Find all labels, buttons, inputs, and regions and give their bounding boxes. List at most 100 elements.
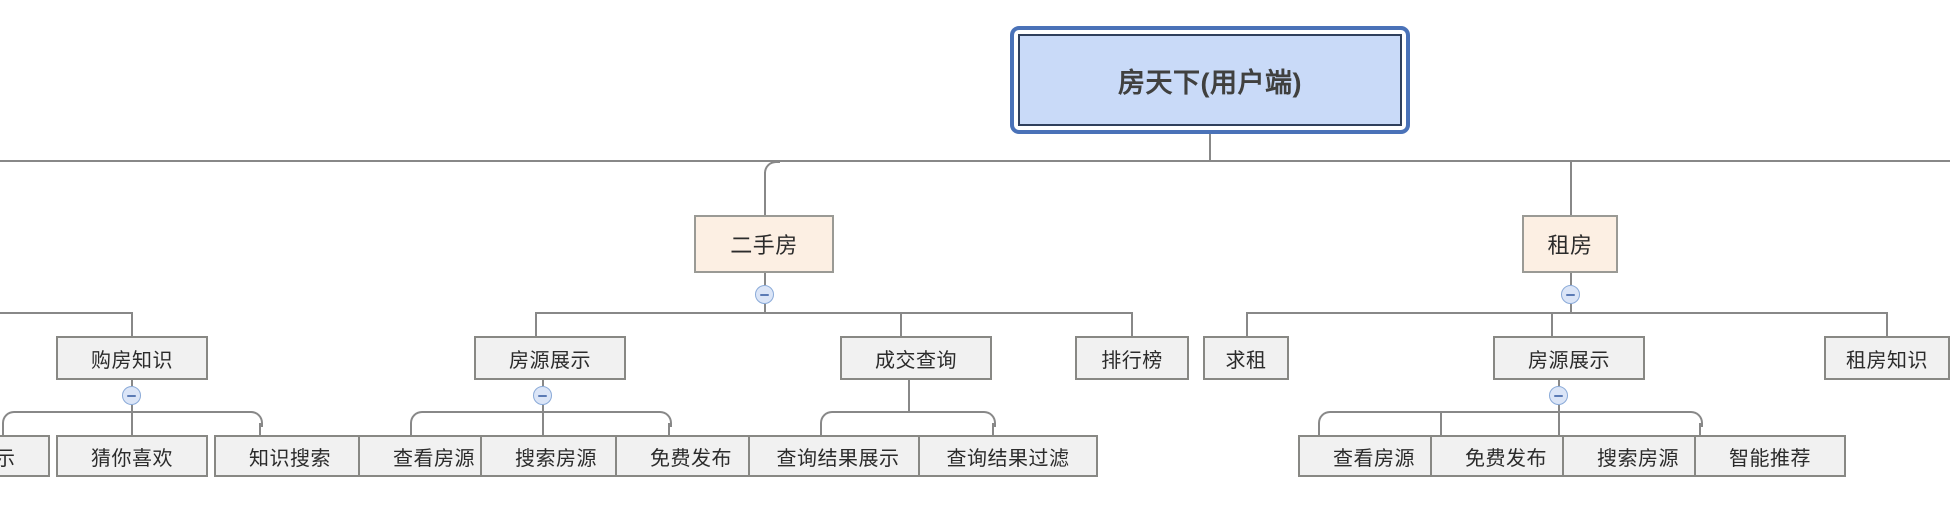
toggle-goufang-zhishi-collapse-icon[interactable] xyxy=(122,386,141,405)
connector-ershoufang-spread xyxy=(535,312,1131,314)
connector-fy2-drop-a xyxy=(1318,423,1320,435)
connector-zufang-down xyxy=(1570,273,1572,285)
minus-glyph xyxy=(760,293,769,296)
connector-fy1-spread xyxy=(422,411,658,413)
connector-goufang-down xyxy=(131,380,133,386)
connector-clipped-spread xyxy=(0,312,132,314)
connector-trunk-to-ershoufang xyxy=(764,172,766,215)
node-chaxun-jieguo-guolv[interactable]: 查询结果过滤 xyxy=(918,435,1098,477)
connector-fy1-right-drop xyxy=(668,423,670,435)
connector-goufang-left-drop xyxy=(2,423,4,435)
node-zhishi-sousuo[interactable]: 知识搜索 xyxy=(214,435,366,477)
node-fangyuan-zhanshi-zufang[interactable]: 房源展示 xyxy=(1493,336,1645,380)
node-ershoufang-label: 二手房 xyxy=(730,233,798,258)
connector-root-stem xyxy=(1209,134,1211,161)
connector-to-qiuzu xyxy=(1246,312,1248,336)
connector-fy2-spread xyxy=(1330,411,1689,413)
connector-cj-left-drop xyxy=(820,423,822,435)
node-zufang-zhishi-label: 租房知识 xyxy=(1846,349,1928,372)
connector-elbow-fy2-right xyxy=(1687,411,1703,427)
connector-cj-right-drop xyxy=(992,423,994,435)
connector-to-goufang-zhishi xyxy=(131,312,133,336)
node-caini-xihuan-label: 猜你喜欢 xyxy=(91,447,173,470)
node-qiuzu[interactable]: 求租 xyxy=(1203,336,1289,380)
node-zhanshi-clipped[interactable]: 展示 xyxy=(0,435,50,477)
minus-glyph xyxy=(1566,293,1575,296)
node-fangyuan-zhanshi-zufang-label: 房源展示 xyxy=(1528,349,1610,372)
connector-fangyuan-ershou-down xyxy=(542,380,544,386)
node-zhishi-sousuo-label: 知识搜索 xyxy=(249,447,331,470)
node-chaxun-jieguo-guolv-label: 查询结果过滤 xyxy=(946,447,1070,470)
toggle-fangyuan-ershou-collapse-icon[interactable] xyxy=(533,386,552,405)
node-zufang[interactable]: 租房 xyxy=(1522,215,1618,273)
node-chaxun-jieguo-zhanshi[interactable]: 查询结果展示 xyxy=(748,435,928,477)
node-sousuo-fangyuan-2-label: 搜索房源 xyxy=(1597,447,1679,470)
connector-fangyuan-zufang-down2 xyxy=(1558,405,1560,411)
connector-to-paihangbang xyxy=(1131,312,1133,336)
connector-to-zufang-zhishi xyxy=(1886,312,1888,336)
connector-to-chengjiao xyxy=(900,312,902,336)
connector-fangyuan-zufang-down xyxy=(1558,380,1560,386)
connector-chengjiao-down xyxy=(908,380,910,411)
connector-fy2-drop-c xyxy=(1558,411,1560,435)
node-root[interactable]: 房天下(用户端) xyxy=(1010,26,1410,134)
node-chakan-fangyuan-2-label: 查看房源 xyxy=(1333,447,1415,470)
connector-ershoufang-down2 xyxy=(764,304,766,312)
node-fangyuan-zhanshi-ershou-label: 房源展示 xyxy=(509,349,591,372)
connector-fy1-left-drop xyxy=(410,423,412,435)
node-root-label: 房天下(用户端) xyxy=(1018,34,1402,126)
node-zufang-zhishi[interactable]: 租房知识 xyxy=(1824,336,1950,380)
connector-to-fangyuan-zufang xyxy=(1551,312,1553,336)
connector-elbow-fy2-left xyxy=(1318,411,1334,427)
connector-elbow-cj-right xyxy=(980,411,996,427)
node-chakan-fangyuan-2[interactable]: 查看房源 xyxy=(1298,435,1450,477)
connector-to-fangyuan-ershou xyxy=(535,312,537,336)
connector-elbow-fy1-left xyxy=(410,411,426,427)
connector-main-trunk xyxy=(0,160,1950,162)
node-fangyuan-zhanshi-ershou[interactable]: 房源展示 xyxy=(474,336,626,380)
node-paihangbang-label: 排行榜 xyxy=(1101,349,1163,372)
node-zhineng-tuijian[interactable]: 智能推荐 xyxy=(1694,435,1846,477)
connector-trunk-to-zufang xyxy=(1570,161,1572,215)
node-chengjiao-chaxun-label: 成交查询 xyxy=(875,349,957,372)
node-sousuo-fangyuan-1[interactable]: 搜索房源 xyxy=(480,435,632,477)
minus-glyph xyxy=(538,394,547,397)
node-zhanshi-clipped-label: 展示 xyxy=(0,447,16,470)
node-chakan-fangyuan-1-label: 查看房源 xyxy=(393,447,475,470)
node-paihangbang[interactable]: 排行榜 xyxy=(1075,336,1189,380)
minus-glyph xyxy=(127,394,136,397)
connector-elbow-ershoufang xyxy=(764,161,780,177)
connector-elbow-goufang-left xyxy=(2,411,18,427)
connector-zufang-spread xyxy=(1246,312,1887,314)
node-goufang-zhishi[interactable]: 购房知识 xyxy=(56,336,208,380)
node-mianfei-fabu-1[interactable]: 免费发布 xyxy=(615,435,767,477)
connector-zufang-down2 xyxy=(1570,304,1572,312)
node-caini-xihuan[interactable]: 猜你喜欢 xyxy=(56,435,208,477)
node-qiuzu-label: 求租 xyxy=(1225,349,1267,372)
node-mianfei-fabu-1-label: 免费发布 xyxy=(650,447,732,470)
connector-fy1-mid xyxy=(542,411,544,435)
connector-cj-spread xyxy=(832,411,982,413)
node-sousuo-fangyuan-2[interactable]: 搜索房源 xyxy=(1562,435,1714,477)
connector-fy2-drop-b xyxy=(1440,411,1442,435)
connector-goufang-down2 xyxy=(131,405,133,411)
connector-elbow-fy1-right xyxy=(656,411,672,427)
connector-fy2-drop-d xyxy=(1699,423,1701,435)
connector-elbow-goufang-right xyxy=(247,411,263,427)
node-chengjiao-chaxun[interactable]: 成交查询 xyxy=(840,336,992,380)
node-mianfei-fabu-2-label: 免费发布 xyxy=(1465,447,1547,470)
node-mianfei-fabu-2[interactable]: 免费发布 xyxy=(1430,435,1582,477)
connector-fangyuan-ershou-down2 xyxy=(542,405,544,411)
node-ershoufang[interactable]: 二手房 xyxy=(694,215,834,273)
node-chaxun-jieguo-zhanshi-label: 查询结果展示 xyxy=(776,447,900,470)
toggle-fangyuan-zufang-collapse-icon[interactable] xyxy=(1549,386,1568,405)
toggle-ershoufang-collapse-icon[interactable] xyxy=(755,285,774,304)
node-goufang-zhishi-label: 购房知识 xyxy=(91,349,173,372)
node-zufang-label: 租房 xyxy=(1547,233,1593,258)
toggle-zufang-collapse-icon[interactable] xyxy=(1561,285,1580,304)
minus-glyph xyxy=(1554,394,1563,397)
connector-goufang-right-drop xyxy=(259,423,261,435)
connector-elbow-cj-left xyxy=(820,411,836,427)
node-zhineng-tuijian-label: 智能推荐 xyxy=(1729,447,1811,470)
